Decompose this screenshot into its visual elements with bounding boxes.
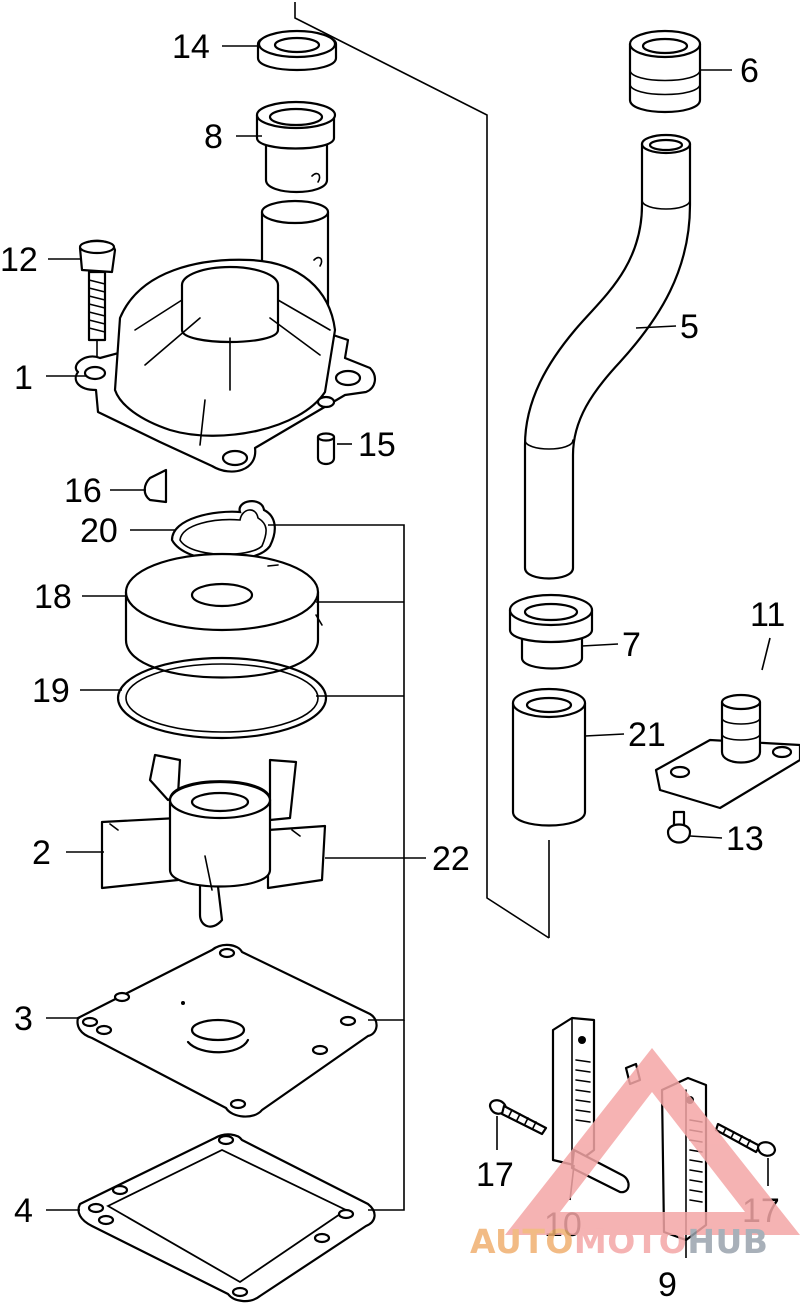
part-18-insert-cartridge bbox=[124, 552, 323, 679]
watermark-text-hub: HUB bbox=[687, 1222, 768, 1261]
part-14-washer bbox=[256, 29, 338, 72]
callout-21: 21 bbox=[628, 716, 666, 754]
callout-8: 8 bbox=[204, 118, 223, 156]
part-6-grommet bbox=[628, 29, 702, 114]
callout-3: 3 bbox=[14, 1000, 33, 1038]
part-17-screw-right bbox=[714, 1122, 777, 1157]
callout-16: 16 bbox=[64, 472, 102, 510]
part-16-key bbox=[143, 468, 168, 504]
callout-11: 11 bbox=[750, 596, 785, 634]
part-1-pump-housing bbox=[74, 258, 376, 473]
callout-4: 4 bbox=[14, 1192, 33, 1230]
callout-14: 14 bbox=[172, 28, 210, 66]
callout-5: 5 bbox=[680, 308, 699, 346]
part-17-screw-left bbox=[488, 1099, 548, 1136]
part-12-bolt bbox=[78, 239, 117, 360]
watermark-triangle-icon bbox=[505, 1048, 800, 1235]
callout-15: 15 bbox=[358, 426, 396, 464]
part-5-water-tube bbox=[523, 133, 692, 580]
part-2-impeller bbox=[100, 753, 327, 928]
callout-22: 22 bbox=[432, 840, 470, 878]
callout-18: 18 bbox=[34, 578, 72, 616]
callout-12: 12 bbox=[0, 241, 38, 279]
part-15-dowel-pin bbox=[316, 432, 336, 466]
watermark-text-moto: MOTO bbox=[574, 1222, 687, 1261]
part-4-gasket bbox=[77, 1133, 376, 1303]
callout-20: 20 bbox=[80, 512, 118, 550]
callout-7: 7 bbox=[622, 626, 641, 664]
callout-9: 9 bbox=[658, 1266, 677, 1304]
part-11-nozzle-plate bbox=[654, 693, 800, 810]
part-19-o-ring bbox=[116, 656, 328, 740]
part-20-o-ring bbox=[170, 500, 276, 562]
callout-1: 1 bbox=[14, 359, 33, 397]
part-21-tube bbox=[511, 687, 587, 938]
callout-2: 2 bbox=[32, 834, 51, 872]
watermark-text-auto: AUTO bbox=[470, 1222, 574, 1261]
svg-text:AUTOMOTOHUB: AUTOMOTOHUB bbox=[470, 1222, 768, 1261]
part-7-grommet bbox=[508, 593, 594, 670]
watermark-logo: AUTOMOTOHUB bbox=[470, 1048, 800, 1261]
assembly-frame-line bbox=[294, 2, 550, 939]
callout-17-left: 17 bbox=[476, 1156, 514, 1194]
callout-6: 6 bbox=[740, 52, 759, 90]
part-13-screw bbox=[666, 810, 692, 844]
callout-13: 13 bbox=[726, 820, 764, 858]
part-3-plate bbox=[76, 943, 378, 1118]
callout-19: 19 bbox=[32, 672, 70, 710]
part-8-bushing bbox=[255, 100, 337, 194]
